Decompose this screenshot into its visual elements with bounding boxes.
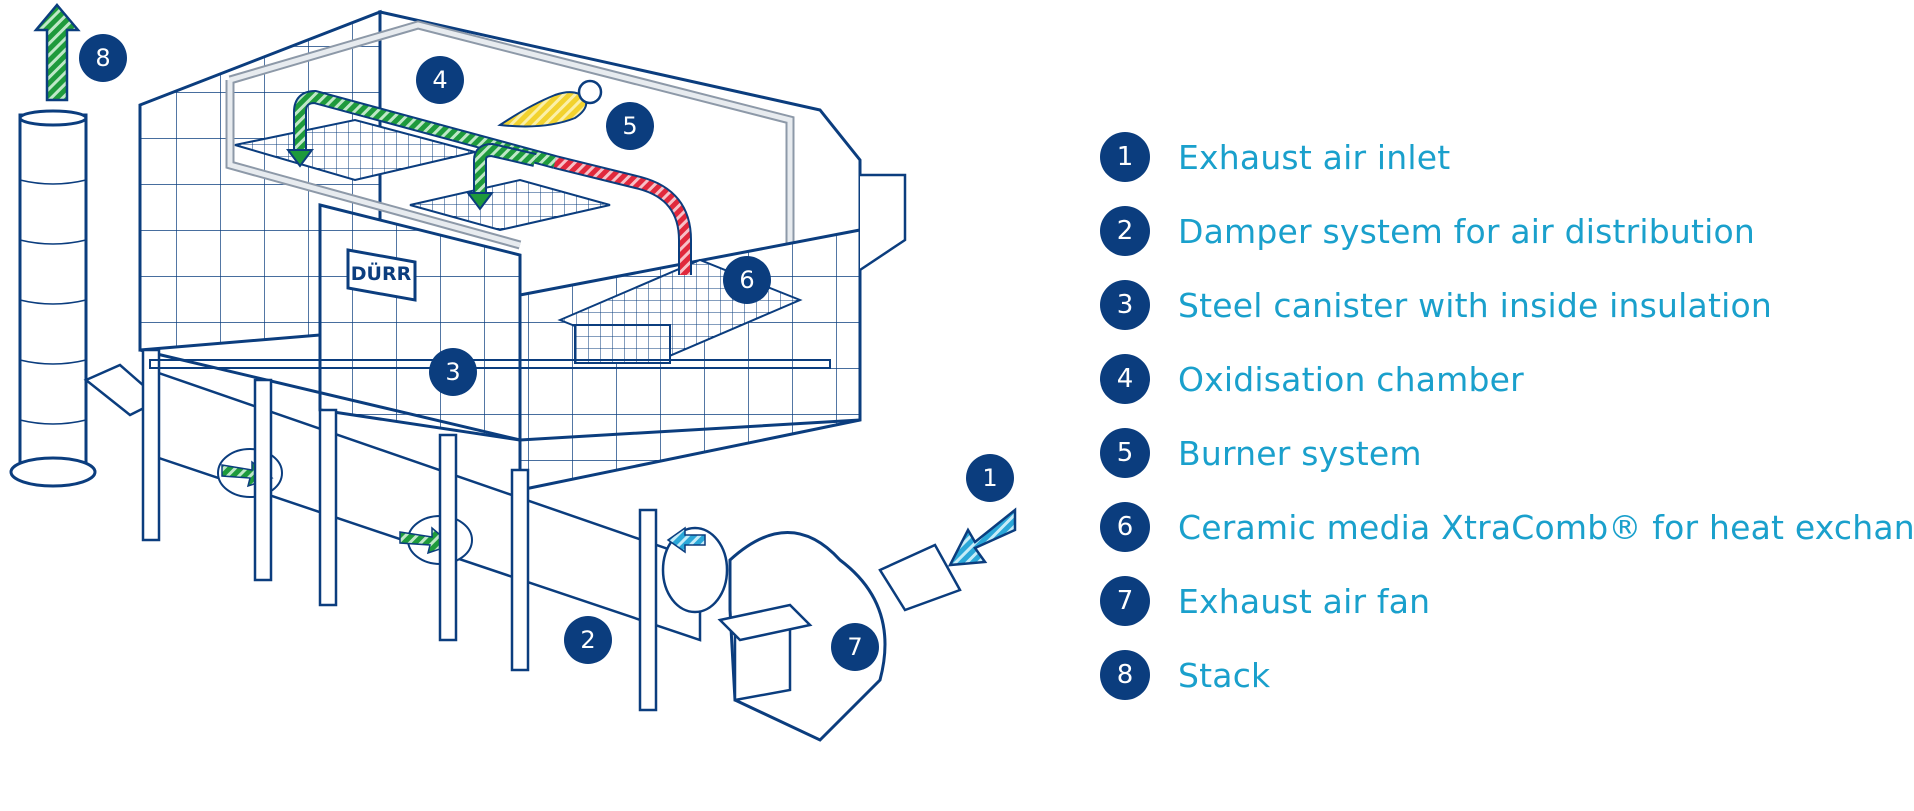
legend-number-badge: 1 xyxy=(1100,132,1150,182)
legend-number-badge: 2 xyxy=(1100,206,1150,256)
legend-label: Oxidisation chamber xyxy=(1178,359,1524,399)
rto-diagram: DÜRR 1 xyxy=(9,3,1017,742)
legend-number-badge: 6 xyxy=(1100,502,1150,552)
stack-exhaust-arrow-icon xyxy=(33,3,81,102)
legend-item: 7 Exhaust air fan xyxy=(1100,564,1914,638)
callout-1: 1 xyxy=(966,454,1014,502)
legend-label: Steel canister with inside insulation xyxy=(1178,285,1772,325)
flame-icon xyxy=(497,79,603,128)
svg-text:6: 6 xyxy=(739,266,754,294)
legend-label: Burner system xyxy=(1178,433,1422,473)
airflow-arrows xyxy=(286,89,692,275)
legend: 1 Exhaust air inlet 2 Damper system for … xyxy=(1100,120,1914,712)
support-legs xyxy=(141,348,831,712)
legend-number-badge: 7 xyxy=(1100,576,1150,626)
legend-item: 8 Stack xyxy=(1100,638,1914,712)
svg-text:DÜRR: DÜRR xyxy=(351,261,412,285)
legend-item: 5 Burner system xyxy=(1100,416,1914,490)
callout-3: 3 xyxy=(429,348,477,396)
callout-8: 8 xyxy=(79,34,127,82)
callout-5: 5 xyxy=(606,102,654,150)
legend-number-badge: 4 xyxy=(1100,354,1150,404)
fan-blue-arrow-icon xyxy=(666,526,706,554)
stack xyxy=(9,109,163,488)
legend-label: Exhaust air inlet xyxy=(1178,137,1451,177)
legend-item: 6 Ceramic media XtraComb® for heat excha… xyxy=(1100,490,1914,564)
legend-label: Ceramic media XtraComb® for heat exchang… xyxy=(1178,507,1914,547)
legend-item: 3 Steel canister with inside insulation xyxy=(1100,268,1914,342)
durr-logo: DÜRR xyxy=(346,248,417,302)
legend-label: Stack xyxy=(1178,655,1271,695)
svg-text:4: 4 xyxy=(432,66,447,94)
svg-text:5: 5 xyxy=(622,112,637,140)
legend-number-badge: 3 xyxy=(1100,280,1150,330)
svg-text:7: 7 xyxy=(847,633,862,661)
callout-7: 7 xyxy=(831,623,879,671)
inlet-arrow-icon xyxy=(947,507,1017,567)
legend-number-badge: 5 xyxy=(1100,428,1150,478)
svg-text:2: 2 xyxy=(580,626,595,654)
legend-label: Exhaust air fan xyxy=(1178,581,1431,621)
legend-number-badge: 8 xyxy=(1100,650,1150,700)
legend-item: 4 Oxidisation chamber xyxy=(1100,342,1914,416)
svg-text:1: 1 xyxy=(982,464,997,492)
legend-item: 2 Damper system for air distribution xyxy=(1100,194,1914,268)
svg-text:8: 8 xyxy=(95,44,110,72)
exhaust-air-fan xyxy=(661,526,962,742)
callout-2: 2 xyxy=(564,616,612,664)
callout-6: 6 xyxy=(723,256,771,304)
legend-label: Damper system for air distribution xyxy=(1178,211,1756,251)
legend-item: 1 Exhaust air inlet xyxy=(1100,120,1914,194)
callout-4: 4 xyxy=(416,56,464,104)
svg-text:3: 3 xyxy=(445,358,460,386)
